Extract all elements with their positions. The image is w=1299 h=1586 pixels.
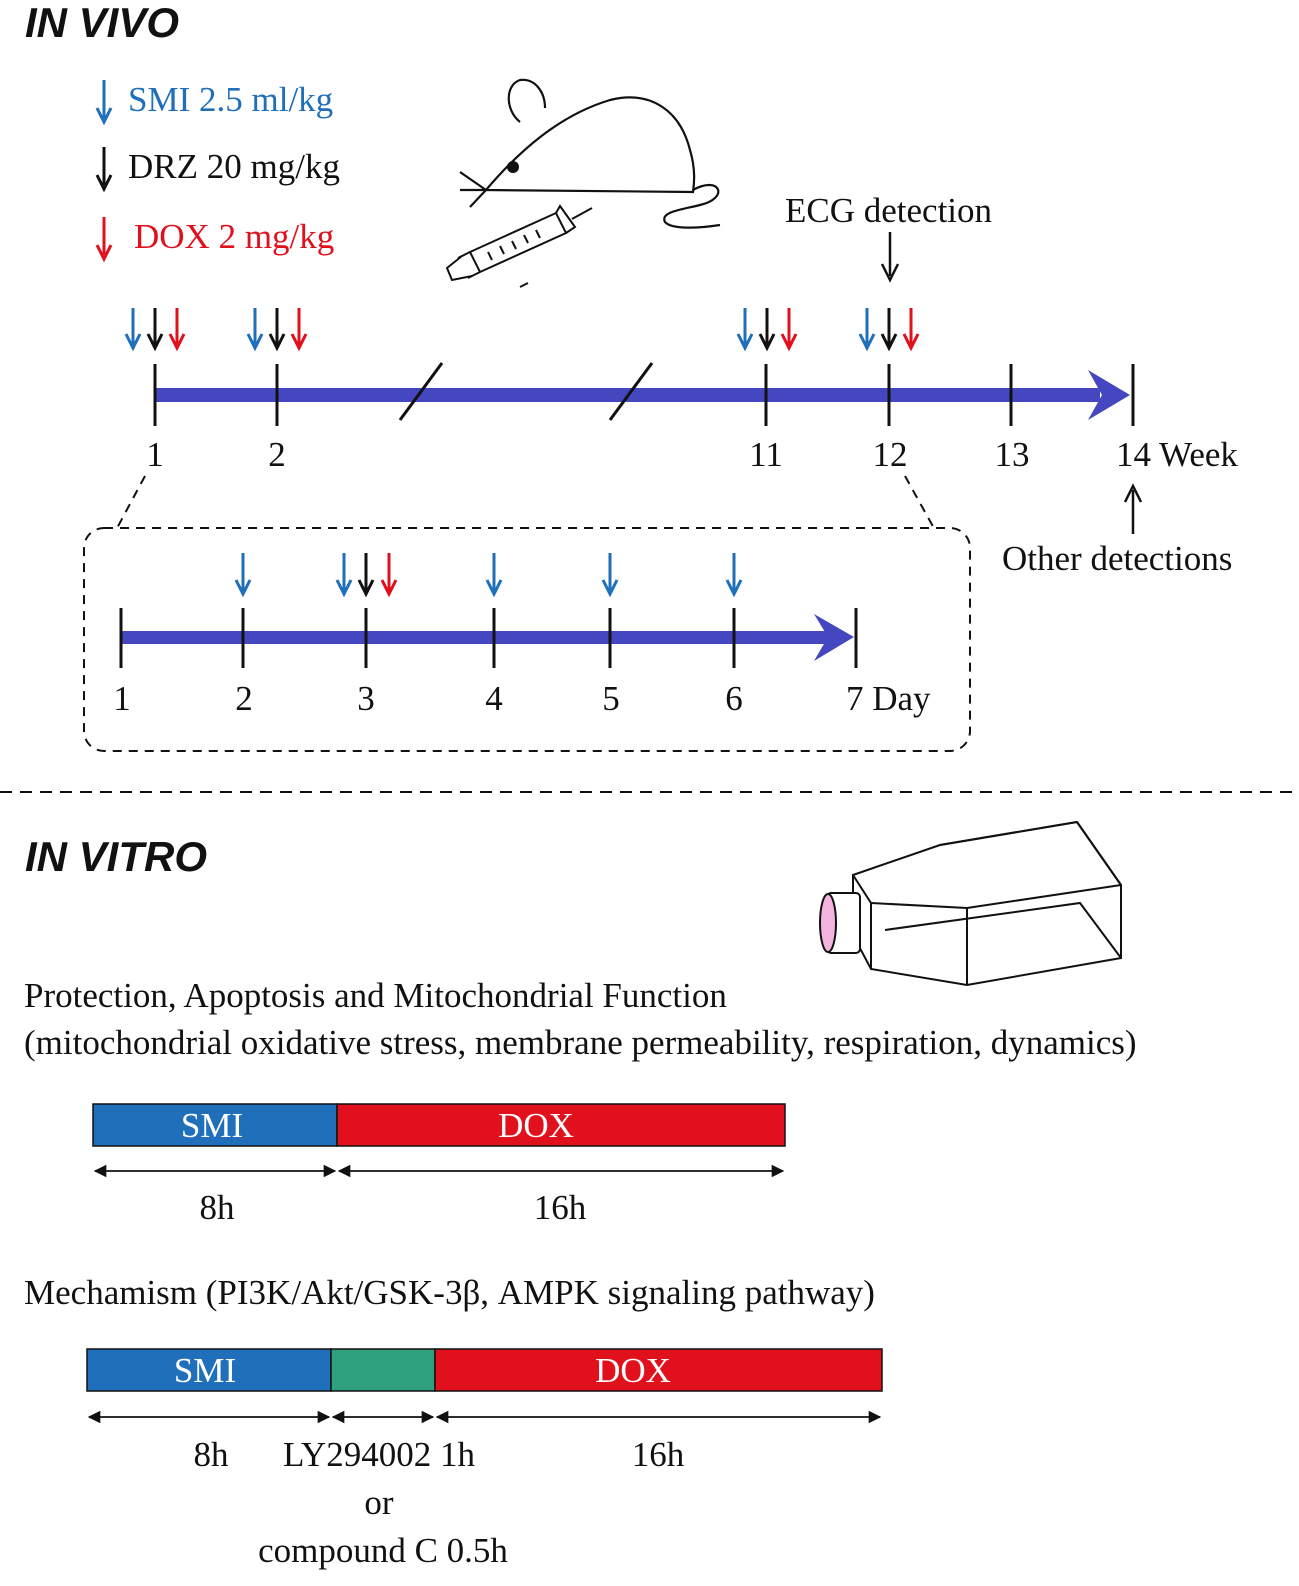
other-detections-arrow-icon (1123, 483, 1143, 534)
week-tick-label: 14 Week (1116, 435, 1238, 474)
protocol1-smi-segment (92, 1103, 338, 1147)
day-timeline-arrowhead (814, 614, 854, 661)
protocol1-dox-segment (336, 1103, 786, 1147)
culture-flask-icon (819, 820, 1122, 987)
break-mark-1 (398, 362, 444, 421)
week-tick-label: 13 (995, 435, 1030, 474)
smi-dose-arrow-icon (246, 308, 264, 352)
protocol2-title: Mechamism (PI3K/Akt/GSK-3β, AMPK signali… (24, 1273, 875, 1312)
protocol1-smi-label: SMI (181, 1106, 243, 1145)
dox-dose-arrow-icon (168, 308, 186, 352)
day-zoom-box (83, 527, 971, 752)
legend-arrow-smi-icon (95, 80, 113, 126)
dox-dose-arrow-icon (290, 308, 308, 352)
week-tick-label: 12 (873, 435, 908, 474)
protocol1-dox-duration: 16h (534, 1188, 587, 1227)
protocol2-smi-label: SMI (174, 1351, 236, 1390)
legend: SMI 2.5 ml/kg DRZ 20 mg/kg DOX 2 mg/kg (95, 80, 340, 263)
in-vivo-title: IN VIVO (25, 0, 179, 46)
smi-dose-arrow-icon (335, 553, 353, 598)
day-timeline (119, 608, 858, 668)
smi-dose-arrow-icon (124, 308, 142, 352)
protocol1-dox-label: DOX (498, 1106, 574, 1145)
protocol2-dox-duration: 16h (632, 1435, 685, 1474)
dox-dose-arrow-icon (380, 553, 398, 598)
drz-dose-arrow-icon (146, 308, 164, 352)
in-vitro-title: IN VITRO (25, 833, 207, 880)
week-tick-label: 11 (749, 435, 783, 474)
legend-label-dox: DOX 2 mg/kg (134, 217, 334, 256)
dox-dose-arrow-icon (780, 308, 798, 352)
protocol2-inhibitor-duration: LY294002 1h (283, 1435, 475, 1474)
drz-dose-arrow-icon (880, 308, 898, 352)
drz-dose-arrow-icon (758, 308, 776, 352)
zoom-connector-left (115, 475, 146, 531)
other-detections-label: Other detections (1002, 539, 1232, 578)
day-tick-label: 1 (113, 679, 131, 718)
protocol1-title: Protection, Apoptosis and Mitochondrial … (24, 976, 727, 1015)
week-tick-label: 1 (146, 435, 164, 474)
day-tick-label: 2 (235, 679, 253, 718)
protocol1-smi-duration: 8h (200, 1188, 236, 1227)
legend-label-drz: DRZ 20 mg/kg (128, 147, 340, 186)
smi-dose-arrow-icon (601, 553, 619, 598)
smi-dose-arrow-icon (858, 308, 876, 352)
protocol2-inhibitor-or: or (364, 1483, 394, 1522)
legend-arrow-dox-icon (95, 217, 113, 263)
week-timeline-arrowhead (1088, 370, 1130, 420)
smi-dose-arrow-icon (736, 308, 754, 352)
smi-dose-arrow-icon (234, 553, 252, 598)
week-tick-label: 2 (268, 435, 286, 474)
mouse-icon (459, 78, 721, 229)
legend-label-smi: SMI 2.5 ml/kg (128, 80, 333, 119)
protocol2-dox-segment (434, 1348, 883, 1392)
day-timeline-bar (121, 631, 831, 644)
legend-arrow-drz-icon (95, 147, 113, 193)
week-timeline (153, 362, 1135, 426)
protocol1-subtitle: (mitochondrial oxidative stress, membran… (24, 1023, 1137, 1062)
ecg-detection-label: ECG detection (785, 191, 992, 230)
protocol2-dox-label: DOX (595, 1351, 671, 1390)
day-tick-label: 5 (602, 679, 620, 718)
zoom-connector-right (904, 475, 936, 531)
protocol2-smi-duration: 8h (194, 1435, 230, 1474)
break-mark-2 (608, 362, 654, 421)
day-tick-label: 3 (357, 679, 375, 718)
day-tick-label: 4 (485, 679, 503, 718)
protocol2-inhibitor-segment (330, 1348, 436, 1392)
dox-dose-arrow-icon (902, 308, 920, 352)
smi-dose-arrow-icon (485, 553, 503, 598)
drz-dose-arrow-icon (357, 553, 375, 598)
day-dose-arrows (234, 553, 743, 598)
day-tick-label: 7 Day (846, 679, 931, 718)
syringe-icon (445, 204, 593, 288)
drz-dose-arrow-icon (268, 308, 286, 352)
ecg-arrow-icon (880, 232, 900, 283)
week-dose-arrows (124, 308, 920, 352)
day-tick-label: 6 (725, 679, 743, 718)
protocol2-inhibitor-alt-duration: compound C 0.5h (258, 1531, 508, 1570)
smi-dose-arrow-icon (725, 553, 743, 598)
